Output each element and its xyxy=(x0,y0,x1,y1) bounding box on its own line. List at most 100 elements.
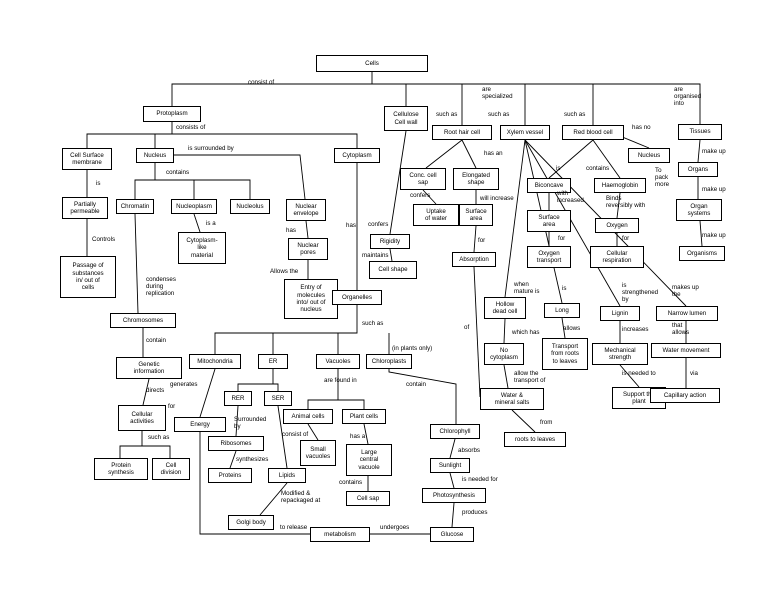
connector-0 xyxy=(171,72,407,106)
link-label-for-2: for xyxy=(558,235,566,242)
link-label-is-a: is a xyxy=(206,220,216,227)
link-label-condenses: condenses during replication xyxy=(146,276,176,298)
link-label-allows-the: Allows the xyxy=(270,268,299,275)
node-lignin: Lignin xyxy=(600,306,640,321)
connector-47 xyxy=(592,139,621,179)
node-tissues: Tissues xyxy=(678,124,722,140)
node-nucleus: Nucleus xyxy=(136,148,174,163)
connector-28 xyxy=(389,248,393,262)
connector-56 xyxy=(449,438,456,459)
connector-51 xyxy=(616,192,621,219)
node-narrow-lumen: Narrow lumen xyxy=(656,306,718,321)
link-label-surrounded-by: Surrounded by xyxy=(234,416,267,431)
node-mech-strength: Mechanical strength xyxy=(592,343,648,365)
link-label-is-needed-2: is needed for xyxy=(462,476,498,483)
connector-6 xyxy=(134,163,251,199)
link-label-via: via xyxy=(690,370,698,377)
node-passage: Passage of substances in/ out of cells xyxy=(60,256,116,298)
connector-23 xyxy=(307,423,319,441)
connector-21 xyxy=(277,405,288,469)
node-animal-cells: Animal cells xyxy=(283,409,333,424)
node-er: ER xyxy=(258,354,288,369)
node-chloroplasts: Chloroplasts xyxy=(366,354,412,369)
node-partially: Partially permeable xyxy=(62,197,108,219)
link-label-is-2: is xyxy=(96,180,101,187)
node-ser: SER xyxy=(264,391,292,406)
link-label-has-no: has no xyxy=(632,124,651,131)
link-label-make-up-3: make up xyxy=(702,232,726,239)
node-energy: Energy xyxy=(174,417,226,432)
node-cytoplasm: Cytoplasm xyxy=(334,148,380,163)
link-label-has-1: has xyxy=(346,222,356,229)
connector-37 xyxy=(561,317,566,339)
link-label-controls: Controls xyxy=(92,236,116,243)
connector-29 xyxy=(425,139,477,169)
link-label-such-as-4: such as xyxy=(362,320,384,327)
link-label-consist-of-2: consist of xyxy=(282,431,309,438)
connector-7 xyxy=(193,213,201,233)
link-label-from: from xyxy=(540,419,553,426)
link-label-such-as-2: such as xyxy=(488,111,510,118)
node-cells: Cells xyxy=(316,55,428,72)
link-label-consist-of: consist of xyxy=(248,79,275,86)
node-transport-roots: Transport from roots to leaves xyxy=(542,338,588,370)
node-cell-shape: Cell shape xyxy=(369,261,417,279)
node-protein-synth: Protein synthesis xyxy=(94,458,148,480)
node-sunlight: Sunlight xyxy=(430,458,470,473)
link-label-contains-1: contains xyxy=(166,169,190,176)
link-label-is-1: is xyxy=(556,165,561,172)
node-rer: RER xyxy=(224,391,252,406)
connector-33 xyxy=(504,139,526,298)
node-organs: Organs xyxy=(678,162,718,177)
link-label-are-found-in: are found in xyxy=(324,377,357,384)
link-label-undergoes: undergoes xyxy=(380,524,410,531)
node-cell-div: Cell division xyxy=(152,458,190,480)
node-biconcave: Biconcave xyxy=(527,178,571,193)
node-metabolism: metabolism xyxy=(310,527,370,542)
node-water-movement: Water movement xyxy=(651,343,721,358)
link-label-generates: generates xyxy=(170,381,198,388)
node-long: Long xyxy=(544,303,580,318)
node-nuclear-env: Nuclear envelope xyxy=(286,199,326,221)
link-label-for-1: for xyxy=(478,237,486,244)
link-label-has-a: has a xyxy=(350,433,366,440)
node-haemoglobin: Haemoglobin xyxy=(594,178,646,193)
node-golgi: Golgi body xyxy=(228,515,274,530)
node-uptake: Uptake of water xyxy=(413,204,459,226)
node-glucose: Glucose xyxy=(430,527,474,542)
node-cyto-like: Cytoplasm- like material xyxy=(178,232,226,264)
link-label-confers-2: confers xyxy=(368,221,389,228)
node-hollow: Hollow dead cell xyxy=(484,297,526,319)
connector-26 xyxy=(259,482,288,516)
connector-13 xyxy=(119,431,171,458)
node-vacuoles: Vacuoles xyxy=(316,354,360,369)
node-plant-cells: Plant cells xyxy=(342,409,386,424)
connector-53 xyxy=(697,139,701,163)
node-oxygen-transport: Oxygen transport xyxy=(527,246,571,268)
connector-16 xyxy=(388,369,457,424)
node-proteins: Proteins xyxy=(208,468,252,483)
connector-44 xyxy=(511,409,536,433)
link-label-such-as-1: such as xyxy=(436,111,458,118)
link-label-has-an: has an xyxy=(484,150,503,157)
connector-1 xyxy=(372,83,701,125)
connector-40 xyxy=(619,364,640,388)
connector-12 xyxy=(142,378,150,406)
connector-35 xyxy=(503,364,509,389)
node-nucleolus: Nucleolus xyxy=(230,199,270,214)
node-organelles: Organelles xyxy=(332,290,382,305)
node-no-cyto: No cytoplasm xyxy=(484,343,524,365)
node-cellulose: Cellulose Cell wall xyxy=(384,106,428,131)
node-rbc: Red blood cell xyxy=(562,125,624,140)
node-cellular-act: Cellular activities xyxy=(118,405,166,431)
node-elongated: Elongated shape xyxy=(453,168,499,190)
node-protoplasm: Protoplasm xyxy=(143,106,201,122)
link-label-allow-transport: allow the transport of xyxy=(514,370,546,385)
node-rigidity: Rigidity xyxy=(370,234,410,249)
connector-60 xyxy=(199,432,310,535)
connector-58 xyxy=(451,502,455,528)
link-label-consists-of: consists of xyxy=(176,124,206,131)
node-oxygen: Oxygen xyxy=(595,218,639,233)
node-csm: Cell Surface membrane xyxy=(62,148,112,170)
